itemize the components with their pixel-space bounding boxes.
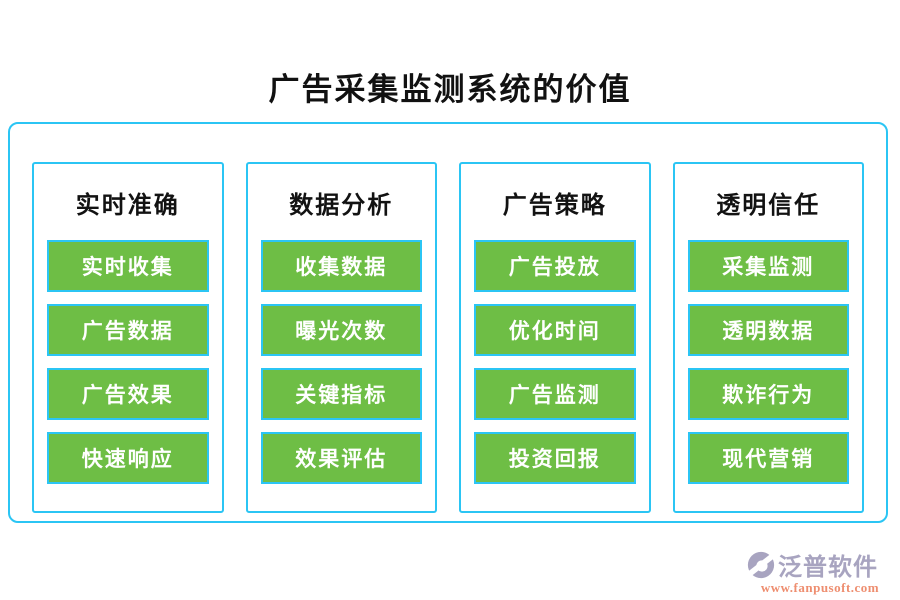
column-data-analysis: 数据分析 收集数据 曝光次数 关键指标 效果评估 xyxy=(245,162,437,513)
value-button[interactable]: 采集监测 xyxy=(687,240,849,292)
column-transparent-trust: 透明信任 采集监测 透明数据 欺诈行为 现代营销 xyxy=(672,162,864,513)
value-button[interactable]: 关键指标 xyxy=(260,368,422,420)
column-button-list: 广告投放 优化时间 广告监测 投资回报 xyxy=(461,240,649,484)
column-ad-strategy: 广告策略 广告投放 优化时间 广告监测 投资回报 xyxy=(459,162,651,513)
value-button[interactable]: 收集数据 xyxy=(260,240,422,292)
brand-name: 泛普软件 xyxy=(778,555,878,581)
column-button-list: 收集数据 曝光次数 关键指标 效果评估 xyxy=(248,240,436,484)
value-button[interactable]: 投资回报 xyxy=(474,432,636,484)
column-header: 数据分析 xyxy=(289,192,394,219)
value-button[interactable]: 广告监测 xyxy=(474,368,636,420)
value-button[interactable]: 透明数据 xyxy=(687,304,849,356)
value-button[interactable]: 曝光次数 xyxy=(260,304,422,356)
column-button-list: 实时收集 广告数据 广告效果 快速响应 xyxy=(34,240,222,484)
value-button[interactable]: 广告效果 xyxy=(47,368,209,420)
fanpu-swoosh-icon xyxy=(746,550,776,580)
brand-footer: 泛普软件 www.fanpusoft.com xyxy=(746,547,894,596)
column-header: 广告策略 xyxy=(502,192,607,219)
value-button[interactable]: 现代营销 xyxy=(687,432,849,484)
value-button[interactable]: 欺诈行为 xyxy=(687,368,849,420)
value-button[interactable]: 优化时间 xyxy=(474,304,636,356)
column-header: 实时准确 xyxy=(75,192,180,219)
value-button[interactable]: 效果评估 xyxy=(260,432,422,484)
column-header: 透明信任 xyxy=(716,192,821,219)
value-button[interactable]: 广告投放 xyxy=(474,240,636,292)
value-button[interactable]: 实时收集 xyxy=(47,240,209,292)
column-realtime-accuracy: 实时准确 实时收集 广告数据 广告效果 快速响应 xyxy=(32,162,224,513)
brand-row: 泛普软件 xyxy=(746,547,894,582)
value-board: 实时准确 实时收集 广告数据 广告效果 快速响应 数据分析 收集数据 曝光次数 … xyxy=(8,122,888,523)
column-button-list: 采集监测 透明数据 欺诈行为 现代营销 xyxy=(675,240,863,484)
value-button[interactable]: 快速响应 xyxy=(47,432,209,484)
value-button[interactable]: 广告数据 xyxy=(47,304,209,356)
brand-url[interactable]: www.fanpusoft.com xyxy=(760,580,880,595)
page-title: 广告采集监测系统的价值 xyxy=(268,72,632,107)
